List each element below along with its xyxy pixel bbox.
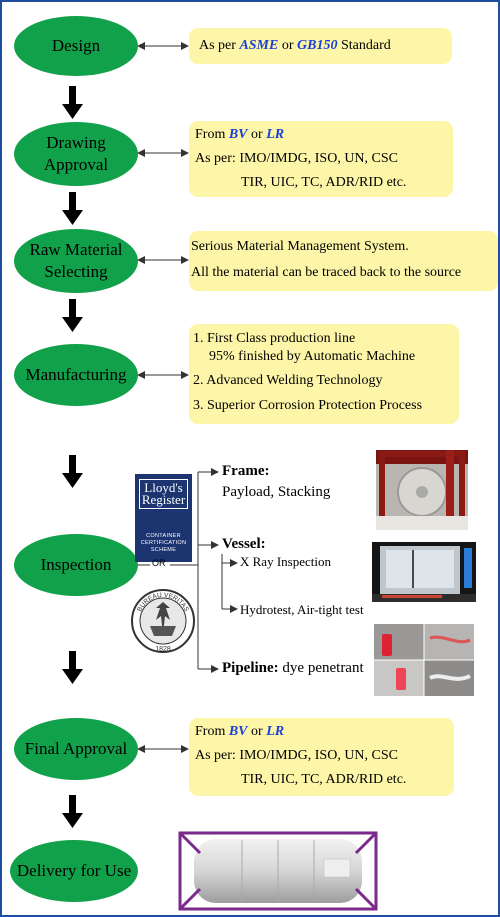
design-info-text: As per ASME or GB150 Standard: [199, 38, 391, 53]
tank-container-photo: [178, 831, 378, 911]
raw-material-line: Serious Material Management System.: [191, 239, 409, 254]
oval-design: Design: [14, 16, 138, 76]
down-arrow-icon: [62, 795, 83, 828]
or-connector: [138, 564, 150, 566]
xray-screen-photo: [372, 542, 476, 602]
design-info-box: As per ASME or GB150 Standard: [189, 28, 452, 64]
bureau-veritas-seal: BUREAU VERITAS 1828: [131, 589, 195, 653]
or-label: OR: [152, 558, 166, 568]
standards-line: TIR, UIC, TC, ADR/RID etc.: [241, 175, 407, 190]
standards-line: As per: IMO/IMDG, ISO, UN, CSC: [195, 748, 399, 763]
svg-text:1828: 1828: [155, 646, 171, 653]
raw-material-line: All the material can be traced back to t…: [191, 265, 462, 280]
oval-inspection: Inspection: [14, 534, 138, 596]
final-approval-box: From BV or LR As per: IMO/IMDG, ISO, UN,…: [189, 718, 454, 796]
approver-line: From BV or LR: [195, 127, 285, 142]
manufacturing-item: 3. Superior Corrosion Protection Process: [193, 398, 423, 413]
xray-label: X Ray Inspection: [240, 554, 331, 569]
oval-label: Design: [51, 36, 101, 55]
frame-title: Frame:: [222, 463, 270, 479]
hydrotest-label: Hydrotest, Air-tight test: [240, 602, 364, 617]
oval-manufacturing: Manufacturing: [14, 344, 138, 406]
manufacturing-item: 95% finished by Automatic Machine: [209, 349, 416, 364]
manufacturing-box: 1. First Class production line 95% finis…: [189, 324, 459, 424]
oval-label: Manufacturing: [25, 365, 127, 384]
oval-delivery: Delivery for Use: [10, 840, 138, 902]
standards-line: TIR, UIC, TC, ADR/RID etc.: [241, 772, 407, 787]
oval-label: Inspection: [40, 555, 112, 574]
approver-line: From BV or LR: [195, 724, 285, 739]
manufacturing-item: 1. First Class production line: [193, 331, 356, 346]
raw-material-box: Serious Material Management System. All …: [189, 231, 498, 291]
tank-frame-photo: [376, 450, 468, 530]
oval-label: Final Approval: [24, 739, 128, 758]
oval-label: Delivery for Use: [16, 861, 132, 880]
oval-final-approval: Final Approval: [14, 718, 138, 780]
manufacturing-item: 2. Advanced Welding Technology: [193, 373, 383, 388]
or-connector: [170, 564, 180, 566]
down-arrow-icon: [62, 192, 83, 225]
down-arrow-icon: [62, 299, 83, 332]
lloyds-register-logo: Lloyd's Register CONTAINER CERTIFICATION…: [135, 474, 192, 562]
standards-line: As per: IMO/IMDG, ISO, UN, CSC: [195, 151, 399, 166]
pipeline-line: Pipeline: dye penetrant: [222, 660, 364, 676]
frame-desc: Payload, Stacking: [222, 484, 331, 500]
dye-penetrant-photo: [374, 624, 474, 696]
down-arrow-icon: [62, 86, 83, 119]
down-arrow-icon: [62, 651, 83, 684]
drawing-approval-box: From BV or LR As per: IMO/IMDG, ISO, UN,…: [189, 121, 453, 197]
down-arrow-icon: [62, 455, 83, 488]
vessel-title: Vessel:: [222, 536, 266, 552]
